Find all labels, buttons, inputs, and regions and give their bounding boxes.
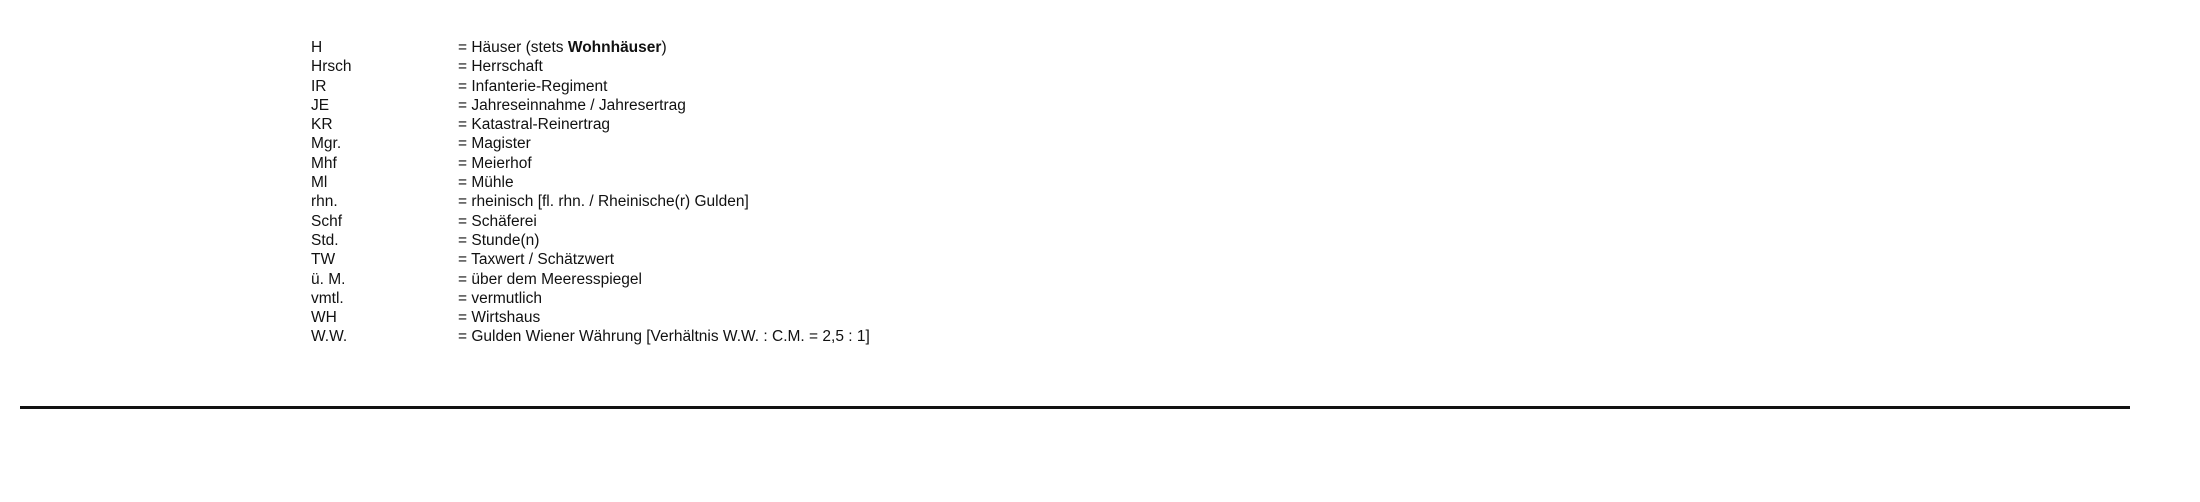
definition: = Gulden Wiener Währung [Verhältnis W.W.…	[458, 328, 870, 346]
abbreviation: vmtl.	[311, 289, 344, 307]
definition: = Infanterie-Regiment	[458, 77, 608, 95]
definition-bold: Wohnhäuser	[567, 39, 662, 56]
abbreviation: Ml	[311, 174, 328, 192]
definition: = Meierhof	[458, 154, 532, 172]
abbreviation: Std.	[311, 231, 339, 249]
abbreviation: Hrsch	[311, 58, 352, 76]
definition: = rheinisch [fl. rhn. / Rheinische(r) Gu…	[458, 193, 749, 211]
definition: = Magister	[458, 135, 531, 153]
abbreviation: Schf	[311, 212, 343, 230]
abbreviation: rhn.	[311, 193, 338, 211]
definition: = Katastral-Reinertrag	[458, 116, 611, 134]
definition: = Jahreseinnahme / Jahresertrag	[458, 96, 686, 114]
abbreviation: WH	[311, 309, 337, 327]
definition: = Mühle	[458, 174, 514, 192]
abbreviation: Mhf	[311, 154, 337, 172]
abbreviation: ü. M.	[311, 270, 346, 288]
definition: = Taxwert / Schätzwert	[458, 251, 615, 269]
horizontal-rule	[20, 406, 2130, 409]
definition: = Herrschaft	[458, 58, 543, 76]
definition: = Schäferei	[458, 212, 537, 230]
abbreviation: IR	[311, 77, 327, 95]
abbreviation: KR	[311, 116, 333, 134]
definition-suffix: )	[661, 39, 667, 56]
definition: = Stunde(n)	[458, 231, 540, 249]
abbreviation: JE	[311, 96, 330, 114]
abbreviation: H	[311, 39, 323, 56]
definition: = vermutlich	[458, 289, 542, 307]
definition: = Häuser (stets Wohnhäuser)	[458, 38, 667, 57]
definition: = über dem Meeresspiegel	[458, 270, 642, 288]
definition-text: = Häuser (stets	[458, 39, 568, 56]
abbreviation: W.W.	[311, 328, 348, 346]
definition: = Wirtshaus	[458, 309, 541, 327]
abbreviation: Mgr.	[311, 135, 342, 153]
abbreviation: TW	[311, 251, 336, 269]
